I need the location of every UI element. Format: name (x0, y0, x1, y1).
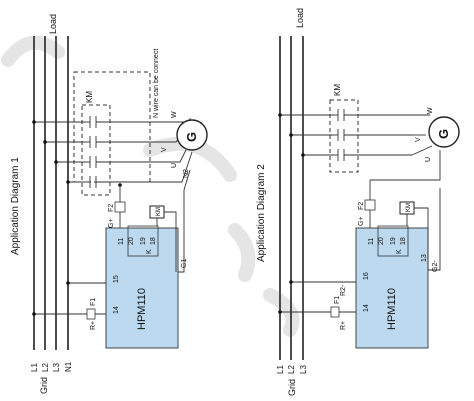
generator2-symbol (428, 116, 460, 148)
contactor2-box (329, 99, 359, 173)
term-15: 15 (113, 275, 120, 283)
controller-hpm110 (105, 227, 179, 349)
relay-block (127, 225, 159, 257)
terminal2-w: W (427, 107, 434, 114)
fuse-f1 (86, 308, 96, 320)
term2-18: 18 (400, 237, 407, 245)
term2-13: 13 (421, 254, 428, 262)
fuse2-f1-label: F1 (334, 296, 341, 304)
line-label-l1: L1 (30, 363, 39, 372)
load-label: Load (48, 14, 58, 34)
generator-label: G (184, 132, 199, 142)
contactor-label: KM (85, 91, 94, 103)
contactor-contacts (86, 116, 172, 188)
wire-g-plus: G+ (108, 218, 115, 228)
load2-label: Load (295, 8, 305, 28)
terminal-n2: N2 (183, 169, 190, 178)
fuse2-f2 (364, 199, 376, 211)
terminal-u: U (171, 163, 178, 168)
line2-label-l1: L1 (276, 365, 285, 374)
wire2-g-plus: G+ (358, 216, 365, 226)
term2-16: 16 (363, 272, 370, 280)
term-11: 11 (118, 238, 125, 245)
diagram-2-title: Application Diagram 2 (256, 164, 267, 262)
fuse2-f2-label: F2 (358, 202, 365, 210)
wire-g1-minus: G1- (181, 256, 188, 268)
n-wire-note: N wire can be connect (153, 49, 160, 118)
line-label-l2: L2 (41, 363, 50, 372)
wire-r-plus: R+ (90, 321, 97, 330)
wire2-r2-minus: R2- (340, 284, 347, 296)
terminal-v: V (161, 147, 168, 152)
line2-label-l3: L3 (299, 365, 308, 374)
controller-model: HPM110 (136, 288, 148, 330)
km2-coil-label: KM (406, 203, 412, 212)
line-label-n1: N1 (64, 361, 73, 372)
fuse-f2 (114, 201, 126, 213)
line-label-l3: L3 (52, 363, 61, 372)
terminal-w: W (171, 111, 178, 118)
term-14: 14 (113, 306, 120, 314)
grid2-label: Grid (287, 379, 297, 396)
terminal2-v: V (415, 137, 422, 142)
line2-label-l2: L2 (287, 365, 296, 374)
generator2-label: G (436, 129, 451, 139)
contactor2-label: KM (333, 84, 342, 96)
contactor2-contacts (334, 109, 412, 161)
term-20: 20 (128, 237, 135, 245)
grid-label: Grid (39, 377, 49, 394)
term-19: 19 (140, 237, 147, 245)
term2-19: 19 (390, 237, 397, 245)
relay2-k: K (396, 249, 403, 254)
terminal2-u: U (425, 157, 432, 162)
wire2-g2-minus: G2- (432, 260, 439, 272)
contactor-box (81, 104, 111, 196)
controller2-model: HPM110 (386, 288, 398, 330)
relay2-block (377, 225, 409, 257)
n-wire-region (73, 71, 151, 183)
fuse2-f1 (330, 306, 340, 318)
term-18: 18 (150, 237, 157, 245)
application-diagram-1: Application Diagram 1 L1 L2 L3 N1 Grid L… (10, 14, 208, 394)
term2-14: 14 (363, 304, 370, 312)
controller2-hpm110 (355, 227, 429, 349)
term2-11: 11 (368, 238, 375, 245)
generator-symbol (176, 119, 208, 151)
wire2-r-plus: R+ (340, 321, 347, 330)
diagram-1-title: Application Diagram 1 (10, 157, 21, 255)
relay-k: K (146, 249, 153, 254)
term2-20: 20 (378, 237, 385, 245)
km-coil-label: KM (156, 207, 162, 216)
fuse-f2-label: F2 (108, 204, 115, 212)
application-diagram-2: Application Diagram 2 L1 L2 L3 Grid Load… (256, 8, 460, 396)
fuse-f1-label: F1 (90, 298, 97, 306)
